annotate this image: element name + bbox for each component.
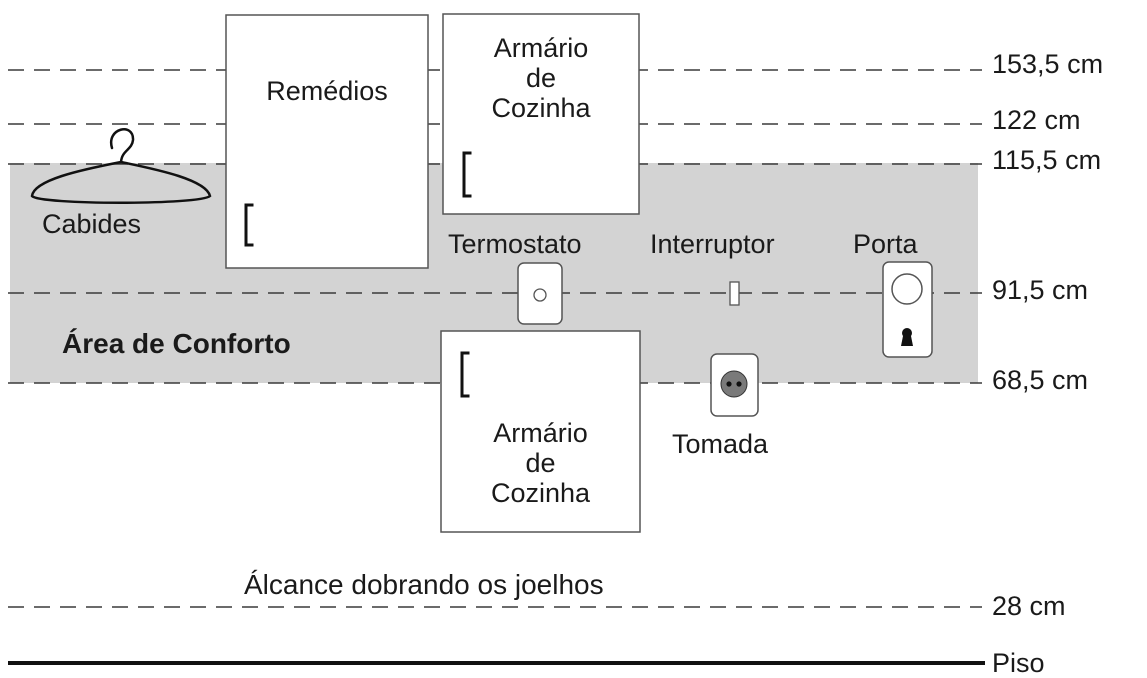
kitchen-cabinet-bottom-line-1: Armário <box>493 418 588 448</box>
handle-icon <box>244 203 254 247</box>
cabides-label: Cabides <box>42 209 142 239</box>
level-label-122: 122 cm <box>992 105 1081 135</box>
kitchen-cabinet-top-line-3: Cozinha <box>491 93 591 123</box>
porta-label: Porta <box>853 229 918 259</box>
kitchen-cabinet-bottom-line-2: de <box>525 448 556 478</box>
remedios-cabinet <box>225 14 429 269</box>
reach-label: Álcance dobrando os joelhos <box>244 569 604 600</box>
door-knob-icon <box>882 261 933 358</box>
kitchen-cabinet-top-line-1: Armário <box>493 33 589 63</box>
hanger-icon <box>30 128 212 204</box>
light-switch-icon <box>729 281 740 306</box>
floor-label: Piso <box>992 648 1045 678</box>
outlet-icon <box>710 353 759 417</box>
level-label-91: 91,5 cm <box>992 275 1089 305</box>
remedios-label: Remédios <box>266 76 388 106</box>
handle-icon <box>460 351 470 398</box>
kitchen-cabinet-top-line-2: de <box>525 63 557 93</box>
kitchen-cabinet-top-label: Armário de Cozinha <box>443 33 639 123</box>
handle-icon <box>462 151 472 198</box>
interruptor-label: Interruptor <box>650 229 775 259</box>
kitchen-cabinet-bottom <box>440 330 641 533</box>
tomada-label: Tomada <box>672 429 769 459</box>
comfort-area-label: Área de Conforto <box>62 328 291 359</box>
keyhole-icon <box>901 328 913 346</box>
level-label-115: 115,5 cm <box>992 145 1102 175</box>
thermostat-icon <box>517 262 563 325</box>
kitchen-cabinet-top <box>442 13 640 215</box>
level-label-153: 153,5 cm <box>992 49 1104 79</box>
level-label-28: 28 cm <box>992 591 1066 621</box>
kitchen-cabinet-bottom-label: Armário de Cozinha <box>441 418 640 508</box>
termostato-label: Termostato <box>448 229 582 259</box>
kitchen-cabinet-bottom-line-3: Cozinha <box>490 478 591 508</box>
level-label-68: 68,5 cm <box>992 365 1089 395</box>
